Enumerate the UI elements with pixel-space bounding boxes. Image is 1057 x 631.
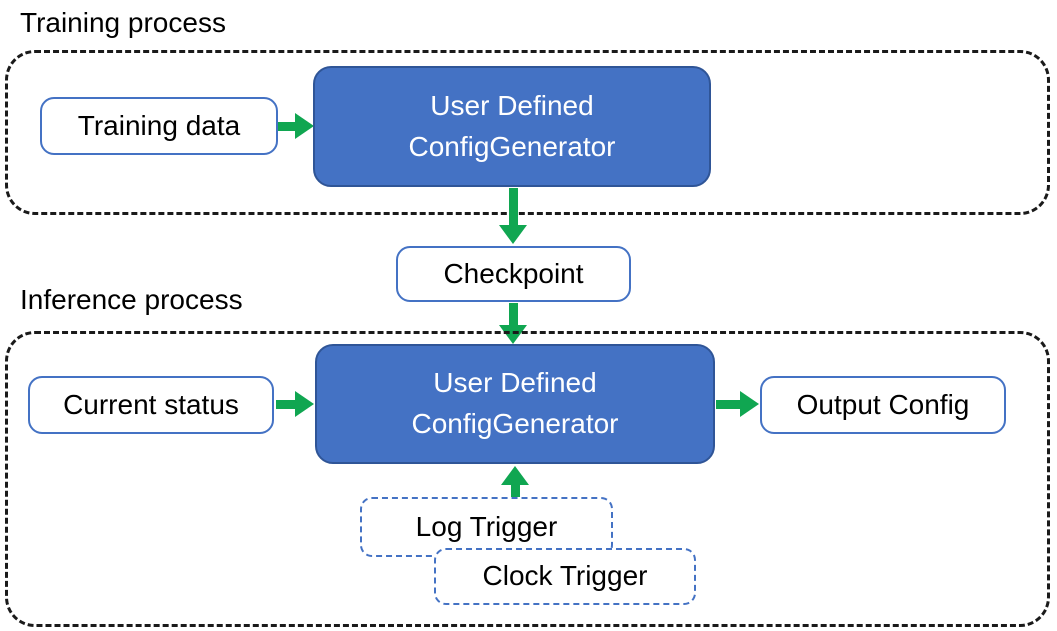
inference-generator-line2: ConfigGenerator: [411, 408, 619, 439]
clock-trigger-node: Clock Trigger: [434, 548, 696, 605]
arrow-training-data-to-generator: [278, 113, 314, 139]
arrow-triggers-to-generator: [501, 466, 529, 497]
current-status-node: Current status: [28, 376, 274, 434]
training-generator-node: User Defined ConfigGenerator: [313, 66, 711, 187]
arrow-shaft: [508, 303, 518, 325]
training-data-label: Training data: [77, 109, 241, 141]
arrow-head-down-icon: [499, 325, 527, 344]
arrow-shaft: [278, 121, 295, 131]
arrow-head-right-icon: [740, 391, 759, 417]
inference-process-label: Inference process: [20, 284, 243, 315]
training-data-node: Training data: [40, 97, 278, 155]
arrow-current-status-to-generator: [276, 391, 314, 417]
arrow-generator-to-output: [716, 391, 759, 417]
arrow-shaft: [510, 485, 520, 497]
arrow-shaft: [508, 188, 518, 225]
arrow-generator-to-checkpoint: [499, 188, 527, 244]
current-status-label: Current status: [63, 388, 239, 420]
inference-process-container: [5, 331, 1050, 627]
arrow-head-right-icon: [295, 113, 314, 139]
inference-generator-line1: User Defined: [433, 367, 597, 399]
arrow-checkpoint-to-inference-generator: [499, 303, 527, 344]
training-generator-line2: ConfigGenerator: [408, 130, 616, 162]
training-process-label: Training process: [20, 7, 226, 38]
arrow-shaft: [716, 399, 740, 409]
arrow-shaft: [276, 399, 295, 409]
checkpoint-node: Checkpoint: [396, 246, 631, 302]
arrow-head-up-icon: [501, 466, 529, 485]
output-config-label: Output Config: [796, 388, 970, 420]
arrow-head-down-icon: [499, 225, 527, 244]
output-config-node: Output Config: [760, 376, 1006, 434]
arrow-head-right-icon: [295, 391, 314, 417]
log-trigger-label: Log Trigger: [415, 510, 558, 542]
checkpoint-label: Checkpoint: [443, 257, 584, 289]
clock-trigger-label: Clock Trigger: [482, 560, 648, 592]
inference-generator-node: User Defined ConfigGenerator: [315, 344, 715, 464]
training-generator-line1: User Defined: [430, 89, 594, 121]
training-process-container: [5, 50, 1050, 215]
